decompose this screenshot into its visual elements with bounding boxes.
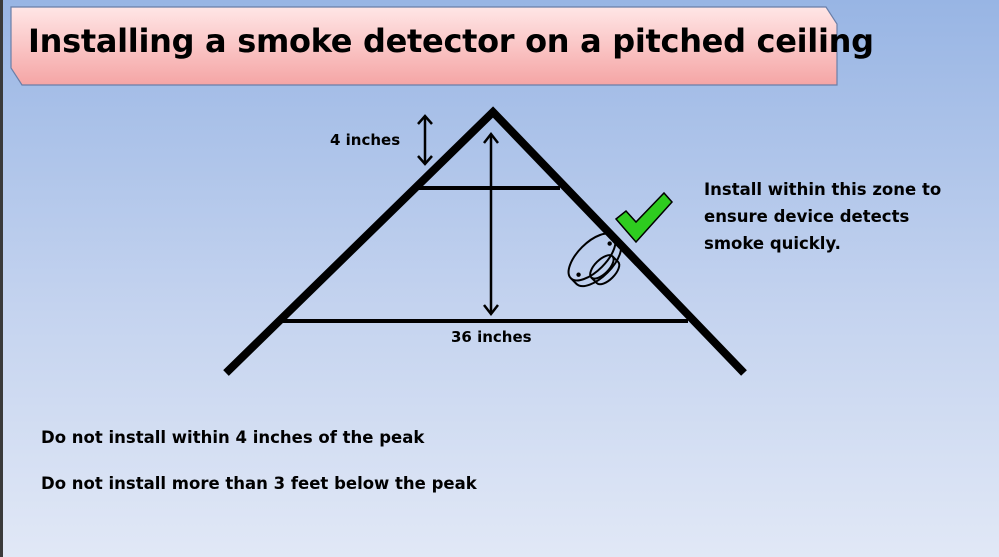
install-zone-text: Install within this zone to ensure devic… <box>704 180 942 253</box>
left-edge <box>0 0 3 557</box>
note-peak: Do not install within 4 inches of the pe… <box>41 428 425 447</box>
note-depth: Do not install more than 3 feet below th… <box>41 474 477 493</box>
depth-dimension-arrow <box>483 131 499 317</box>
smoke-detector-icon <box>567 232 623 288</box>
peak-distance-label: 4 inches <box>330 131 401 149</box>
peak-dimension-arrow <box>417 114 433 166</box>
title-banner <box>10 6 838 86</box>
ceiling-outline <box>223 106 747 376</box>
checkmark-icon <box>614 191 674 244</box>
depth-distance-label: 36 inches <box>451 328 532 346</box>
page-title: Installing a smoke detector on a pitched… <box>28 22 874 60</box>
